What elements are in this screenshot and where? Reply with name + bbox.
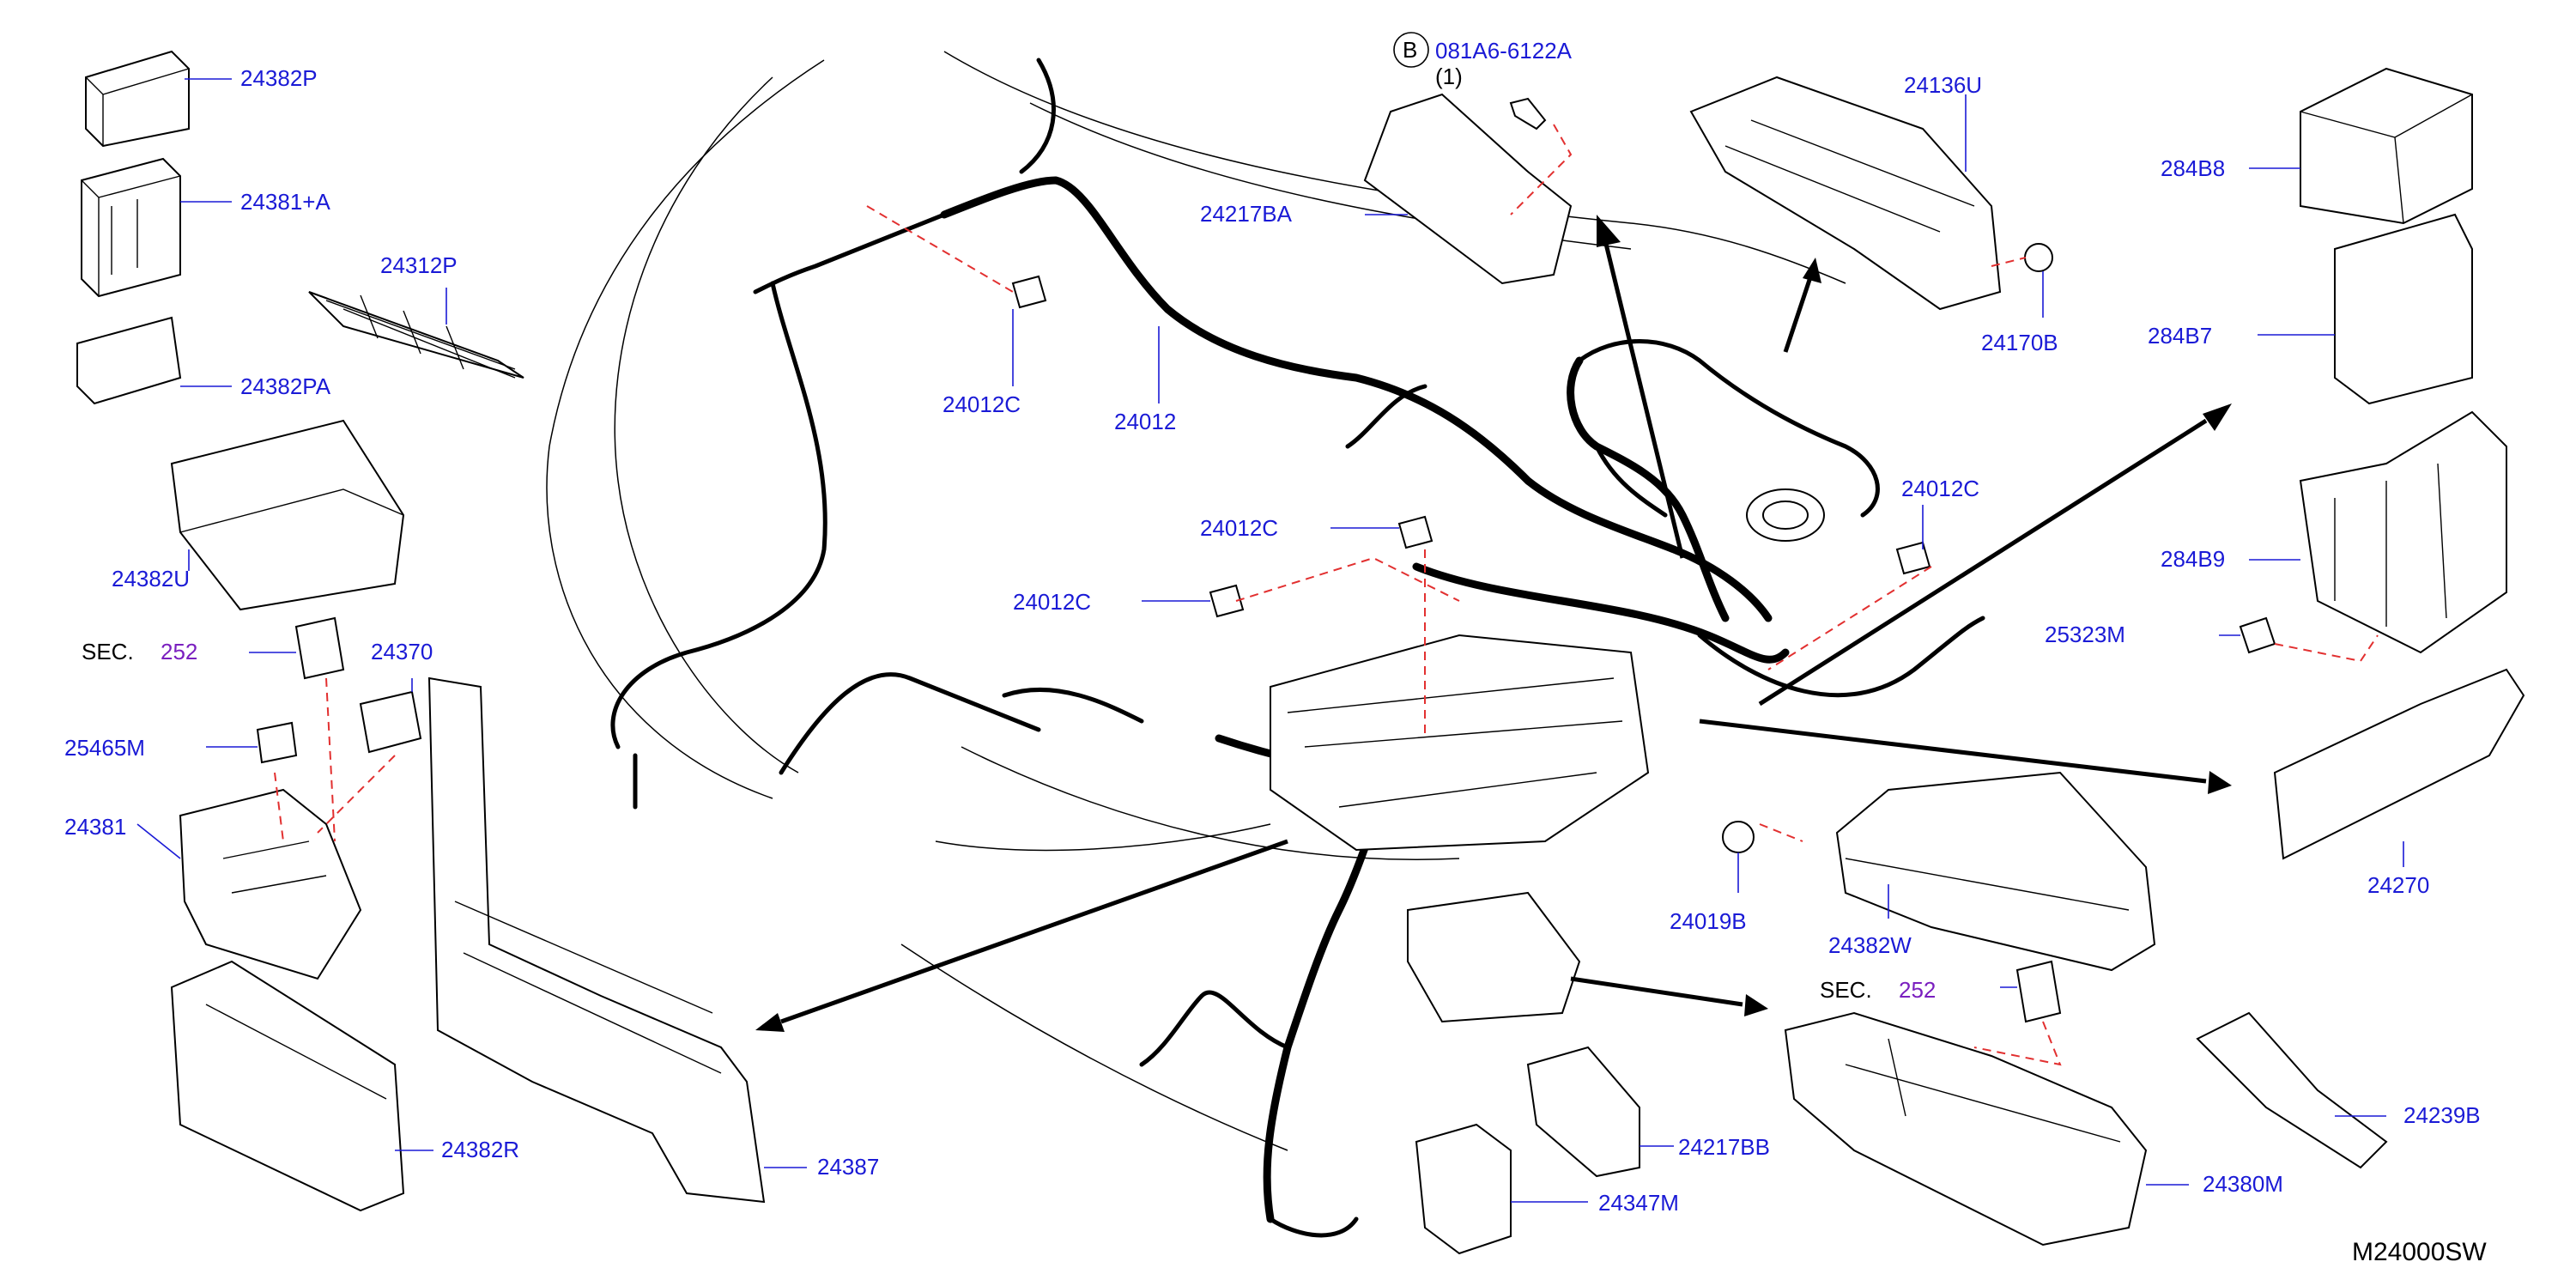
label-bolt-qty: (1) [1435,64,1463,89]
label-24381: 24381 [64,814,126,840]
label-24381A: 24381+A [240,189,330,215]
label-284B7: 284B7 [2148,323,2212,349]
bracket-24270 [2273,668,2525,860]
label-24382R: 24382R [441,1137,519,1162]
label-24012C-a: 24012C [943,391,1021,417]
fuse-25465M [256,721,298,764]
central-junction-block [1270,634,1650,1023]
label-24382W: 24382W [1828,932,1912,958]
fuse-cover-24382U [170,419,405,611]
label-24382P: 24382P [240,65,318,91]
label-24217BB: 24217BB [1678,1134,1770,1160]
label-24347M: 24347M [1598,1190,1679,1216]
relay-sec252-right [2015,960,2062,1023]
bracket-24217BA [1363,93,1573,285]
lower-cover-24382R [170,960,405,1212]
diagram-code: M24000SW [2352,1238,2487,1266]
cover-24382W [1835,771,2156,972]
nut-24019B [1722,821,1755,853]
bracket-24387 [427,676,766,1204]
ecm-bracket-284B9 [2299,410,2507,654]
relay-block-24381A [81,157,181,298]
bolt-081A6-6122A [1509,97,1547,130]
label-25465M: 25465M [64,735,145,761]
label-24239B: 24239B [2403,1102,2481,1128]
leader-lines [136,78,2404,1203]
relay-sec252-left [294,616,345,680]
clip-24012C [1011,275,1931,618]
connector-24347M [1415,1123,1512,1255]
main-harness-24012 [610,58,1985,1238]
nut-24170B [2024,243,2053,272]
bolt-25323M [2239,616,2276,654]
label-sec-right: SEC. [1820,977,1872,1003]
relay-cover-24382P [85,50,190,148]
label-24387: 24387 [817,1154,879,1180]
bracket-24217BB [1526,1046,1640,1178]
relay-24370 [359,690,422,754]
bracket-24239B [2196,1011,2388,1169]
fuse-grid-24312P [308,291,524,379]
label-24270: 24270 [2367,872,2429,898]
label-sec-left: SEC. [82,639,134,664]
label-284B8: 284B8 [2161,155,2225,181]
part-labels: 24382P 24381+A 24312P 24382PA 24382U SEC… [64,32,2487,1266]
label-24012C-c: 24012C [1013,589,1091,615]
label-24136U: 24136U [1904,72,1982,98]
label-24382PA: 24382PA [240,373,331,399]
guide-lines [274,124,2379,1066]
bolt-note-circle [1393,32,1429,68]
label-081A6-6122A: 081A6-6122A [1435,38,1573,64]
relay-box-24381 [179,788,362,980]
label-24217BA: 24217BA [1200,201,1293,227]
grommet [1746,488,1825,542]
label-24170B: 24170B [1981,330,2058,355]
label-24012: 24012 [1114,409,1176,434]
label-24012C-b: 24012C [1200,515,1278,541]
bracket-24382PA [76,316,182,405]
bolt-note-circle-letter: B [1403,37,1417,63]
direction-arrows [755,215,2232,1032]
label-24312P: 24312P [380,252,458,278]
ecm-module-284B7 [2334,213,2473,405]
fuse-block-24380M [1784,1011,2148,1247]
label-24370: 24370 [371,639,433,664]
label-25323M: 25323M [2045,622,2125,647]
label-24380M: 24380M [2203,1171,2283,1197]
label-24019B: 24019B [1670,908,1747,934]
label-24382U: 24382U [112,566,190,592]
label-24012C-d: 24012C [1901,476,1979,501]
label-284B9: 284B9 [2161,546,2225,572]
ecm-cover-284B8 [2300,67,2473,225]
label-sec-left-number: 252 [161,639,197,664]
relay-bracket-24136U [1689,76,2002,311]
label-sec-right-number: 252 [1899,977,1936,1003]
